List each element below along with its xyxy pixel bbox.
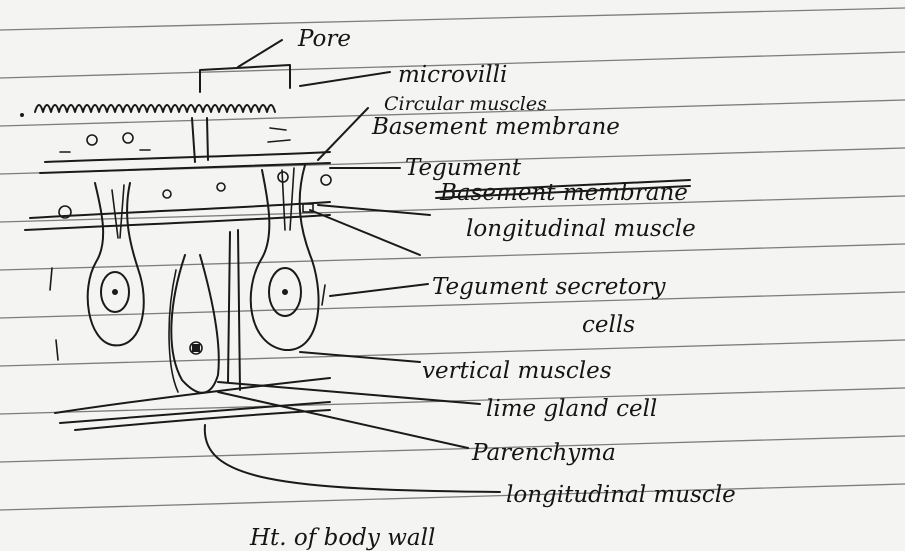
lower-muscle-line-3 — [75, 410, 330, 430]
pore-leader — [238, 40, 282, 67]
pore-bracket — [200, 65, 290, 92]
label-basement-membrane: Basement membrane — [371, 114, 620, 140]
label-tegument-secretory: Tegument secretory — [432, 274, 666, 300]
label-basement-membrane-struck: Basement membrane — [439, 180, 688, 206]
lime-gland-cell — [169, 255, 219, 393]
label-longitudinal-muscle-lower: longitudinal muscle — [506, 482, 736, 508]
caption-partial: Ht. of body wall — [249, 525, 435, 551]
label-vertical-muscles: vertical muscles — [422, 358, 612, 384]
microvilli-surface — [35, 105, 275, 112]
label-circular-muscles: Circular muscles — [384, 93, 547, 115]
vertical-muscle-1 — [238, 230, 240, 390]
label-parenchyma: Parenchyma — [471, 440, 616, 466]
label-longitudinal-muscle: longitudinal muscle — [466, 216, 696, 242]
label-pore: Pore — [297, 26, 351, 52]
label-microvilli: microvilli — [398, 62, 507, 88]
label-tegument: Tegument — [405, 155, 522, 181]
label-cells: cells — [582, 312, 635, 338]
vertical-muscle-3 — [50, 268, 325, 360]
secretory-cell-right — [251, 165, 319, 350]
dot-mark — [20, 113, 24, 117]
circular-muscle-line — [40, 163, 330, 173]
basement-line — [45, 152, 330, 162]
secretory-cell-left — [88, 183, 144, 345]
label-lime-gland-cell: lime gland cell — [486, 396, 657, 422]
pore-canal — [192, 118, 208, 162]
